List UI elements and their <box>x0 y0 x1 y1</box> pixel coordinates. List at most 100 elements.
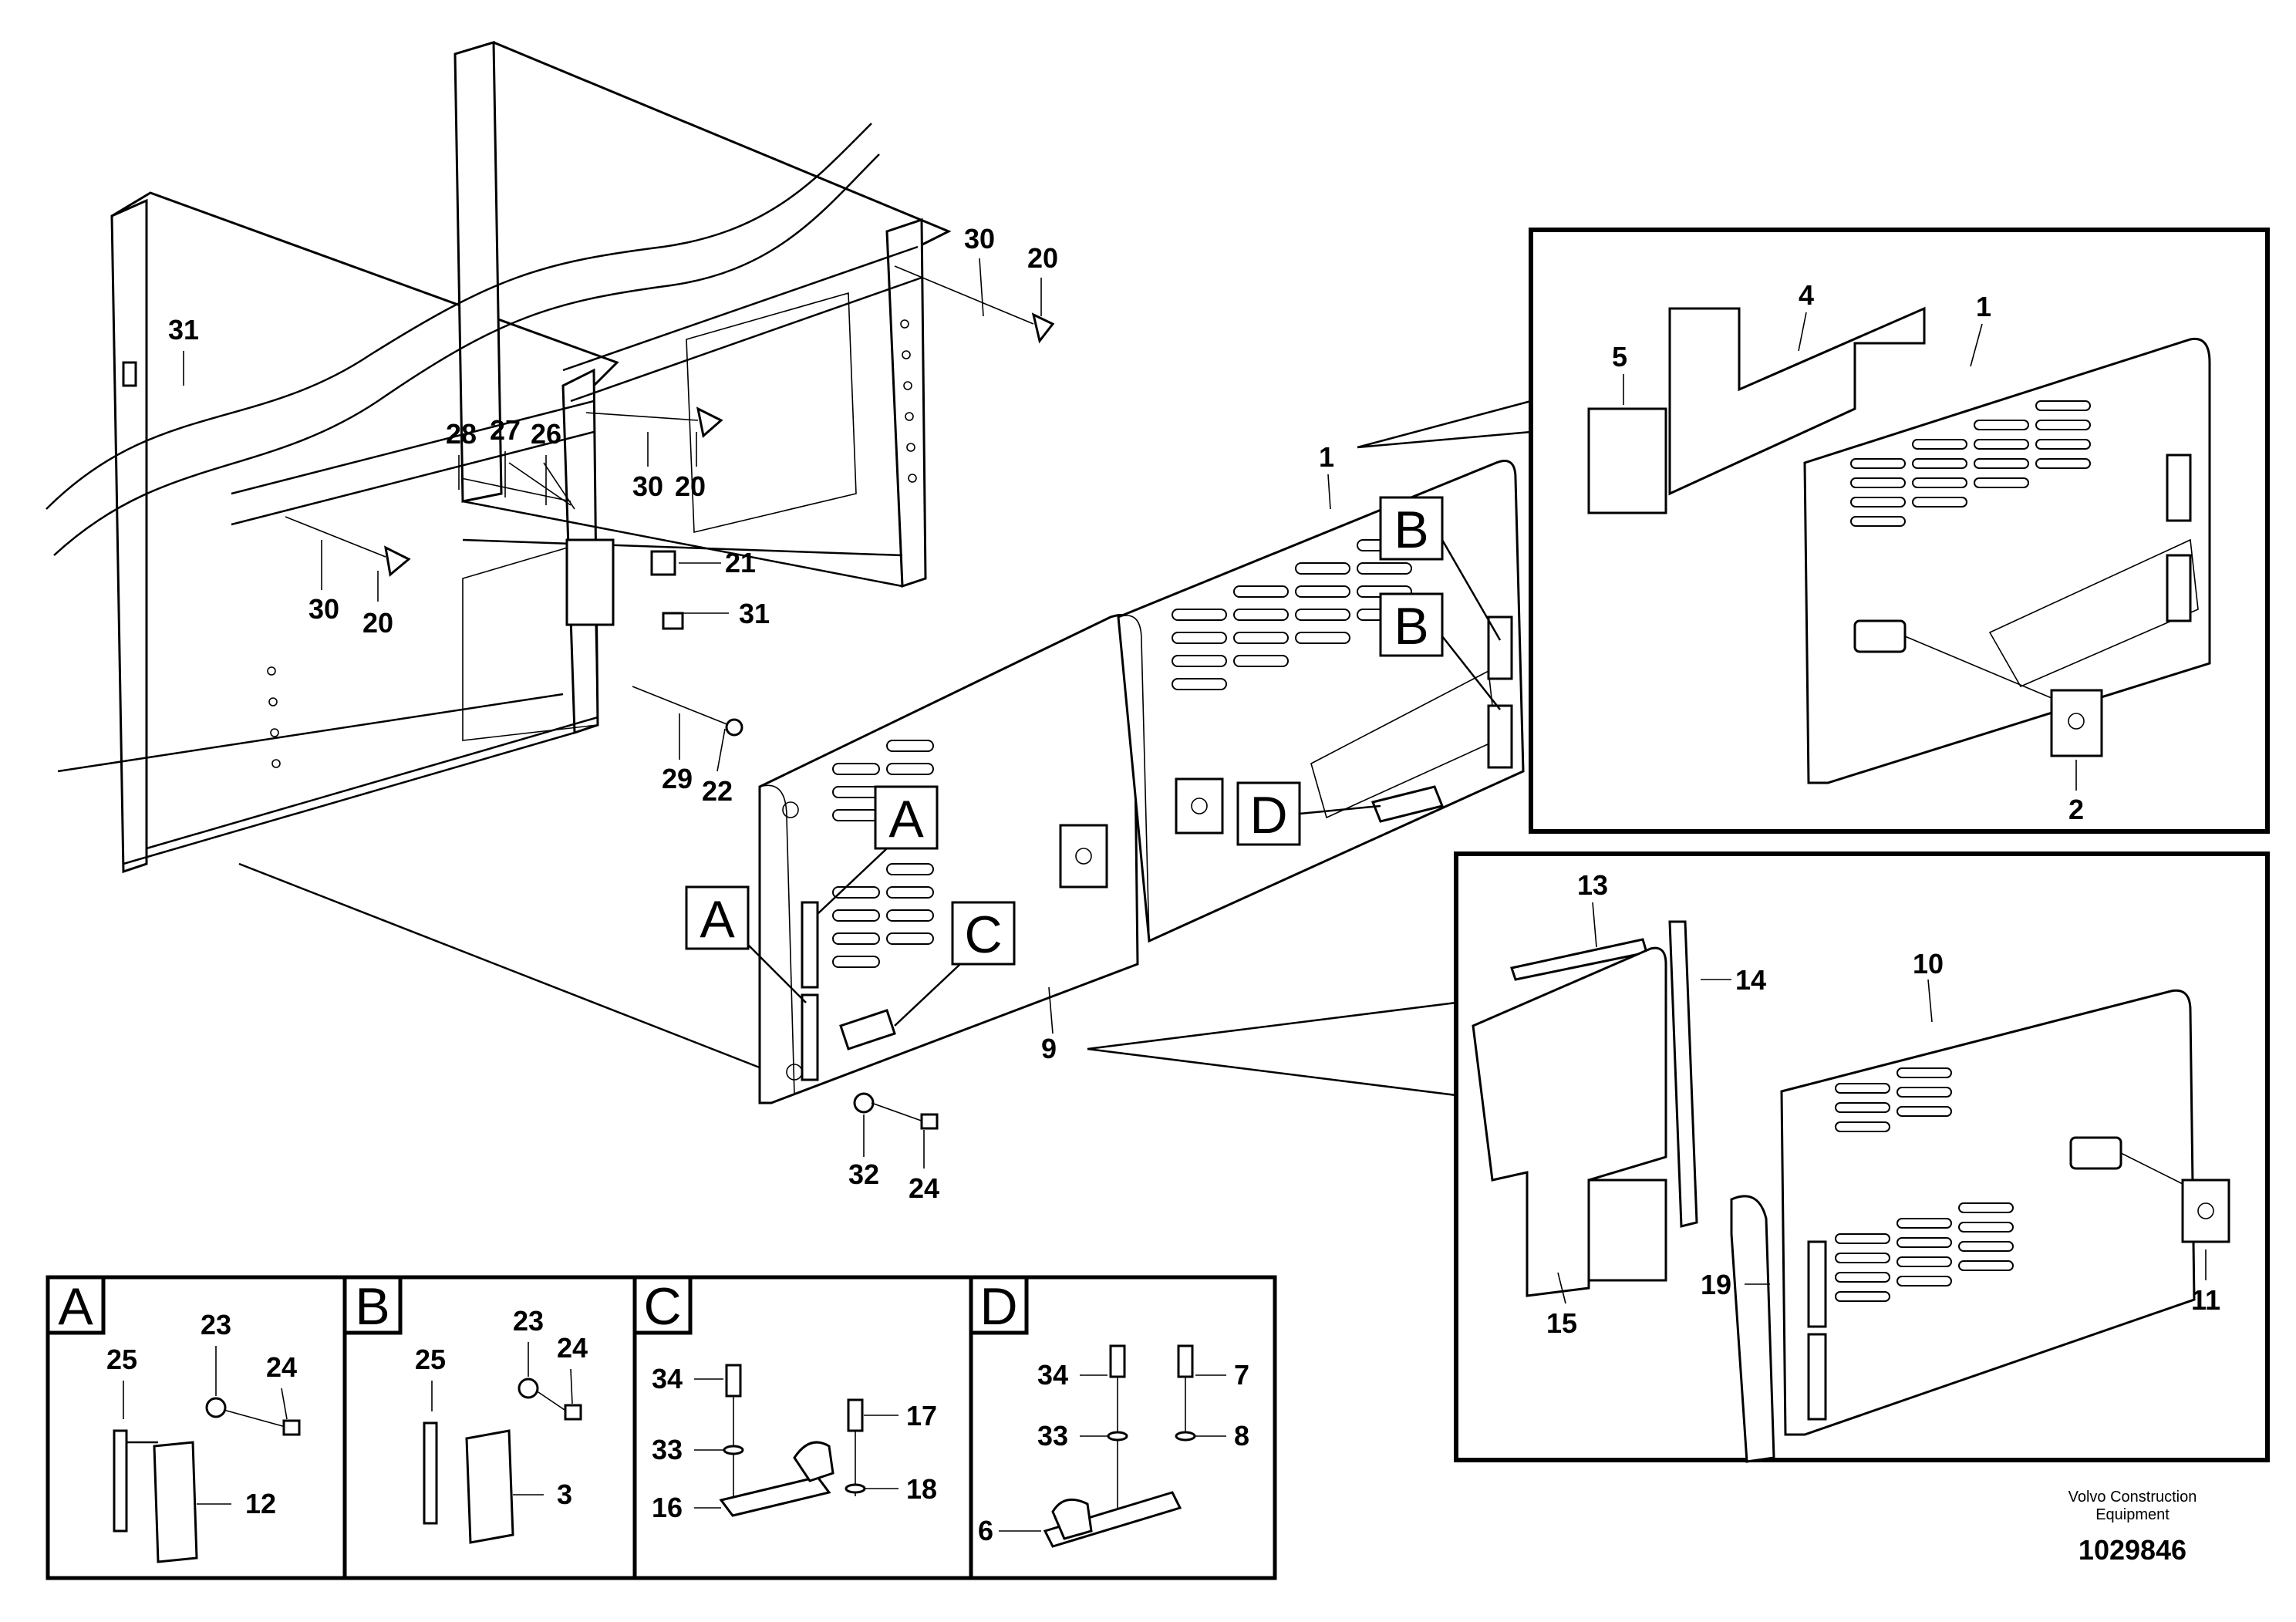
fasteners <box>122 265 1055 737</box>
detail-b-label-24: 24 <box>557 1332 588 1364</box>
detail-a-washer-23 <box>205 1397 227 1418</box>
label-21: 21 <box>725 547 756 578</box>
detail-d-label-34: 34 <box>1037 1359 1068 1391</box>
company-line-1: Volvo Construction <box>2068 1489 2197 1506</box>
panel-1-catch <box>1371 785 1445 823</box>
inset-top-label-1: 1 <box>1976 291 1991 322</box>
detail-c-label-33: 33 <box>652 1434 683 1465</box>
detail-a-label-25: 25 <box>106 1344 137 1375</box>
callout-b-lower: B <box>1394 597 1428 656</box>
bolt-24 <box>920 1113 939 1130</box>
inset-panel-1: 5 4 1 2 <box>1357 228 2270 834</box>
detail-c-label-16: 16 <box>652 1492 683 1523</box>
latch-bracket <box>565 538 615 626</box>
label-26: 26 <box>531 418 561 450</box>
detail-a-letter: A <box>58 1277 93 1336</box>
detail-b-label-23: 23 <box>513 1305 544 1337</box>
main-labels: 30 20 31 28 27 26 30 20 21 31 30 20 29 2… <box>168 223 1334 1204</box>
detail-a-bolt-24 <box>282 1419 301 1436</box>
label-9: 9 <box>1041 1033 1057 1064</box>
detail-d-bolt-7 <box>1177 1344 1194 1378</box>
main-leaders <box>183 258 1331 1168</box>
inset-mid-label-11: 11 <box>2191 1284 2220 1316</box>
callout-boxes: B B D A A C <box>685 496 1502 1027</box>
detail-box-d: D 34 7 33 8 6 <box>969 1275 1277 1580</box>
inset-panel-1-slots <box>1850 400 2091 527</box>
detail-c-washer-33 <box>723 1445 744 1455</box>
label-20-c: 20 <box>362 607 393 639</box>
detail-b-label-25: 25 <box>415 1344 446 1375</box>
panel-9 <box>758 614 1139 1104</box>
inset-mid-label-13: 13 <box>1577 869 1608 901</box>
detail-b-bolt-24 <box>564 1404 582 1421</box>
label-30-c: 30 <box>308 593 339 625</box>
label-30-a: 30 <box>964 223 995 255</box>
detail-a-plate-25 <box>113 1429 128 1533</box>
callout-a-lower: A <box>700 890 735 949</box>
detail-b-label-3: 3 <box>557 1479 572 1510</box>
callout-c: C <box>964 905 1002 964</box>
panel-1 <box>1117 460 1525 943</box>
detail-a-label-24: 24 <box>266 1351 297 1383</box>
callout-d: D <box>1249 786 1287 845</box>
detail-c-bolt-17 <box>847 1398 864 1432</box>
detail-c-letter: C <box>643 1277 681 1336</box>
label-29: 29 <box>662 763 693 794</box>
company-line-2: Equipment <box>2095 1506 2170 1523</box>
detail-box-c: C 34 17 33 16 18 <box>632 1275 973 1580</box>
panel-9-handle <box>1059 824 1108 889</box>
cap-nut-20-c <box>384 545 411 577</box>
detail-c-washer-18 <box>845 1483 866 1494</box>
inset-mid-label-15: 15 <box>1546 1307 1577 1339</box>
detail-box-b: B 25 23 24 3 <box>342 1275 637 1580</box>
detail-c-latch-16 <box>719 1475 831 1517</box>
inset-mid-label-14: 14 <box>1735 964 1766 996</box>
detail-b-plate-25 <box>423 1421 438 1525</box>
handle-2 <box>2050 689 2103 757</box>
panel-9-hinge-lower <box>801 993 819 1081</box>
detail-d-letter: D <box>979 1277 1017 1336</box>
callout-a-upper: A <box>888 790 924 848</box>
label-20-a: 20 <box>1027 242 1058 274</box>
footer: Volvo Construction Equipment 1029846 <box>2068 1489 2197 1566</box>
label-27: 27 <box>490 414 521 446</box>
detail-a-label-12: 12 <box>245 1488 276 1519</box>
panel-9-hinge-upper <box>801 901 819 989</box>
label-30-b: 30 <box>632 470 663 502</box>
detail-c-label-18: 18 <box>906 1473 937 1505</box>
panel-1-handle <box>1175 777 1224 835</box>
label-1: 1 <box>1319 441 1334 473</box>
figure-number: 1029846 <box>2079 1534 2186 1566</box>
detail-d-label-33: 33 <box>1037 1420 1068 1452</box>
inset-panel-9: 13 14 10 19 15 11 <box>1087 851 2270 1463</box>
detail-a-label-23: 23 <box>201 1309 231 1340</box>
inset-mid-label-19: 19 <box>1701 1269 1731 1300</box>
detail-d-washer-33 <box>1107 1431 1128 1442</box>
detail-a-hinge-12 <box>153 1441 198 1563</box>
frame-structure <box>57 40 952 1074</box>
label-20-b: 20 <box>675 470 706 502</box>
cap-nut-20-b <box>696 406 723 438</box>
detail-d-label-6: 6 <box>978 1515 993 1546</box>
insulation-5 <box>1587 407 1667 514</box>
detail-c-label-34: 34 <box>652 1363 683 1394</box>
detail-b-letter: B <box>355 1277 389 1336</box>
label-22: 22 <box>702 775 733 807</box>
detail-d-washer-8 <box>1175 1431 1196 1442</box>
panel-9-catch <box>839 1009 896 1050</box>
inset-top-label-2: 2 <box>2068 794 2084 825</box>
cable-ribbon <box>46 123 880 556</box>
inset-panel-1-body <box>1803 337 2211 784</box>
handle-11 <box>2181 1179 2230 1243</box>
detail-d-label-7: 7 <box>1234 1359 1249 1391</box>
panel-1-vent-slots <box>1172 539 1412 690</box>
label-31-a: 31 <box>168 314 199 346</box>
detail-b-washer-23 <box>518 1378 539 1399</box>
detail-box-a: A 25 23 24 12 <box>46 1275 347 1580</box>
washer-32 <box>853 1092 875 1114</box>
inset-top-label-5: 5 <box>1612 341 1627 373</box>
insulation-4 <box>1668 306 1926 496</box>
inset-panel-10-slots <box>1835 1067 2014 1302</box>
detail-b-hinge-3 <box>465 1429 514 1544</box>
